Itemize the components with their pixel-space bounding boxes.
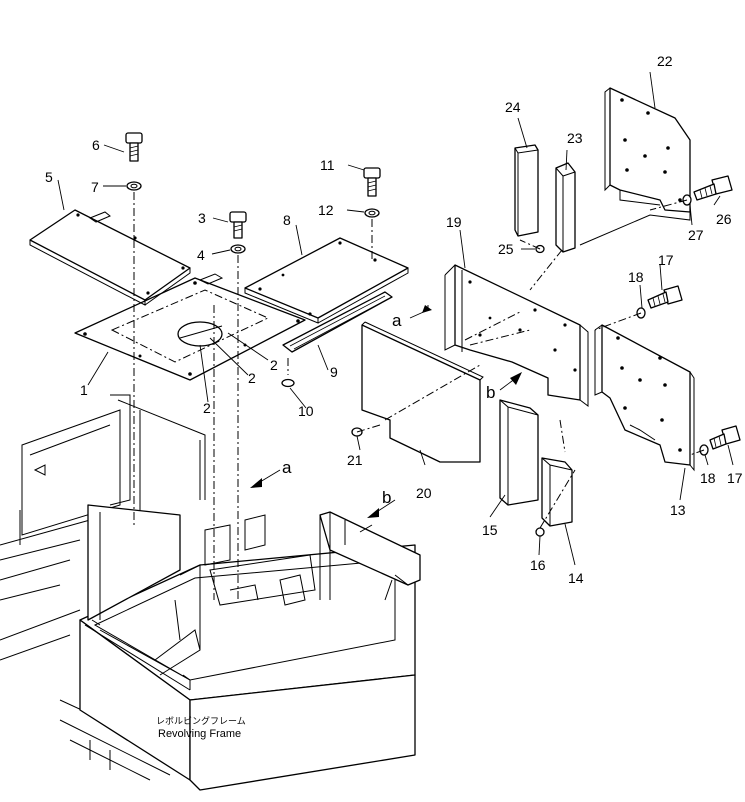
callout-15: 15	[482, 522, 498, 538]
callout-5: 5	[45, 169, 53, 185]
part-8-cover	[244, 237, 409, 324]
callout-25: 25	[498, 241, 514, 257]
callout-17: 17	[658, 252, 674, 268]
view-arrows	[250, 305, 522, 518]
part-13-panel	[594, 324, 695, 472]
callout-2: 2	[248, 370, 256, 386]
callout-22: 22	[657, 53, 673, 69]
washer-7	[126, 181, 142, 191]
part-23-pad	[555, 162, 576, 253]
callout-12: 12	[318, 202, 334, 218]
view-letter-b: b	[486, 383, 495, 402]
bolt-6	[125, 132, 143, 162]
callout-1: 1	[80, 382, 88, 398]
callout-19: 19	[446, 214, 462, 230]
callout-26: 26	[716, 211, 732, 227]
bolt-17-lower	[709, 425, 741, 450]
fastener-lines	[356, 199, 705, 529]
frame-label-english: Revolving Frame	[158, 728, 241, 740]
callout-18: 18	[700, 470, 716, 486]
callout-13: 13	[670, 502, 686, 518]
bolt-26	[693, 175, 733, 201]
callout-6: 6	[92, 137, 100, 153]
callout-2: 2	[203, 400, 211, 416]
washer-10	[281, 378, 295, 388]
part-9-strip	[282, 291, 393, 353]
part-5-cover	[29, 209, 191, 306]
callout-3: 3	[198, 210, 206, 226]
leader-lines	[57, 71, 734, 566]
callout-24: 24	[505, 99, 521, 115]
part-15-pad	[499, 399, 539, 506]
callout-23: 23	[567, 130, 583, 146]
callout-21: 21	[347, 452, 363, 468]
callout-17: 17	[727, 470, 743, 486]
part-20-panel	[361, 321, 484, 463]
frame-label-japanese: レボルビングフレーム	[156, 715, 246, 727]
callout-7: 7	[91, 179, 99, 195]
washer-16	[535, 527, 545, 537]
callout-labels: 1 2 2 2 3 4 5 6 7 8 9 10 11 12 13 14 15 …	[45, 53, 743, 586]
callout-9: 9	[330, 364, 338, 380]
callout-8: 8	[283, 212, 291, 228]
callout-20: 20	[416, 485, 432, 501]
callout-4: 4	[197, 247, 205, 263]
bolt-3	[229, 211, 247, 239]
frame-caption: レボルビングフレーム Revolving Frame	[156, 715, 246, 740]
washer-12	[364, 208, 380, 218]
bolt-11	[363, 167, 381, 197]
callout-18: 18	[628, 269, 644, 285]
revolving-frame	[0, 394, 421, 791]
callout-27: 27	[688, 227, 704, 243]
callout-14: 14	[568, 570, 584, 586]
view-letter-b: b	[382, 488, 391, 507]
alignment-lines	[133, 192, 373, 600]
view-letters: a b a b	[282, 311, 495, 507]
part-24-pad	[514, 144, 539, 237]
part-22-panel	[579, 87, 691, 246]
part-1-plate	[74, 273, 306, 381]
callout-16: 16	[530, 557, 546, 573]
callout-2: 2	[270, 357, 278, 373]
part-14-pad	[541, 457, 573, 527]
callout-10: 10	[298, 403, 314, 419]
callout-11: 11	[320, 157, 335, 173]
view-letter-a: a	[282, 458, 292, 477]
view-letter-a: a	[392, 311, 402, 330]
part-19-bracket	[444, 264, 589, 407]
washer-4	[230, 244, 246, 254]
bolt-17-upper	[647, 285, 683, 309]
